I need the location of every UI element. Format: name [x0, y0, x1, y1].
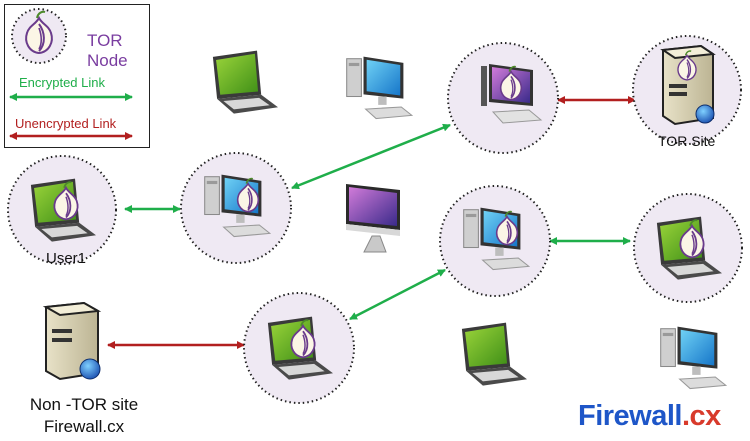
tor-node-exit	[447, 42, 559, 154]
non-tor-site-label: Non -TOR site Firewall.cx	[14, 394, 154, 438]
brand-name: Firewall	[578, 400, 683, 432]
tor-node-middle-1	[439, 185, 551, 297]
user1-label: User1	[46, 250, 87, 267]
tor-node-entry	[180, 152, 292, 264]
legend-tor-node-label: TOR Node	[87, 31, 128, 70]
link-node1-node2	[291, 123, 451, 190]
imac-center	[346, 184, 400, 253]
tor-site-label: TOR Site	[658, 133, 716, 149]
link-node5-node3	[349, 268, 446, 321]
desktop-bottom-right	[660, 326, 727, 390]
legend-unencrypted-label: Unencrypted Link	[15, 116, 117, 131]
laptop-top-left	[212, 50, 278, 114]
tor-node-lower	[243, 292, 355, 404]
non-tor-site-line1: Non -TOR site	[29, 395, 139, 414]
legend-encrypted-label: Encrypted Link	[19, 75, 105, 90]
laptop-bottom-center	[461, 322, 527, 386]
firewall-cx-logo: Firewall.cx	[578, 400, 721, 433]
brand-suffix: .cx	[682, 400, 721, 432]
legend: TOR Node Encrypted Link Unencrypted Link	[4, 4, 150, 148]
non-tor-site-line2: Firewall.cx	[43, 417, 125, 436]
tor-node-right	[633, 193, 743, 303]
non-tor-server	[42, 301, 102, 381]
desktop-top	[346, 56, 413, 120]
tor-site-node	[632, 35, 742, 145]
user1-node	[7, 155, 117, 265]
